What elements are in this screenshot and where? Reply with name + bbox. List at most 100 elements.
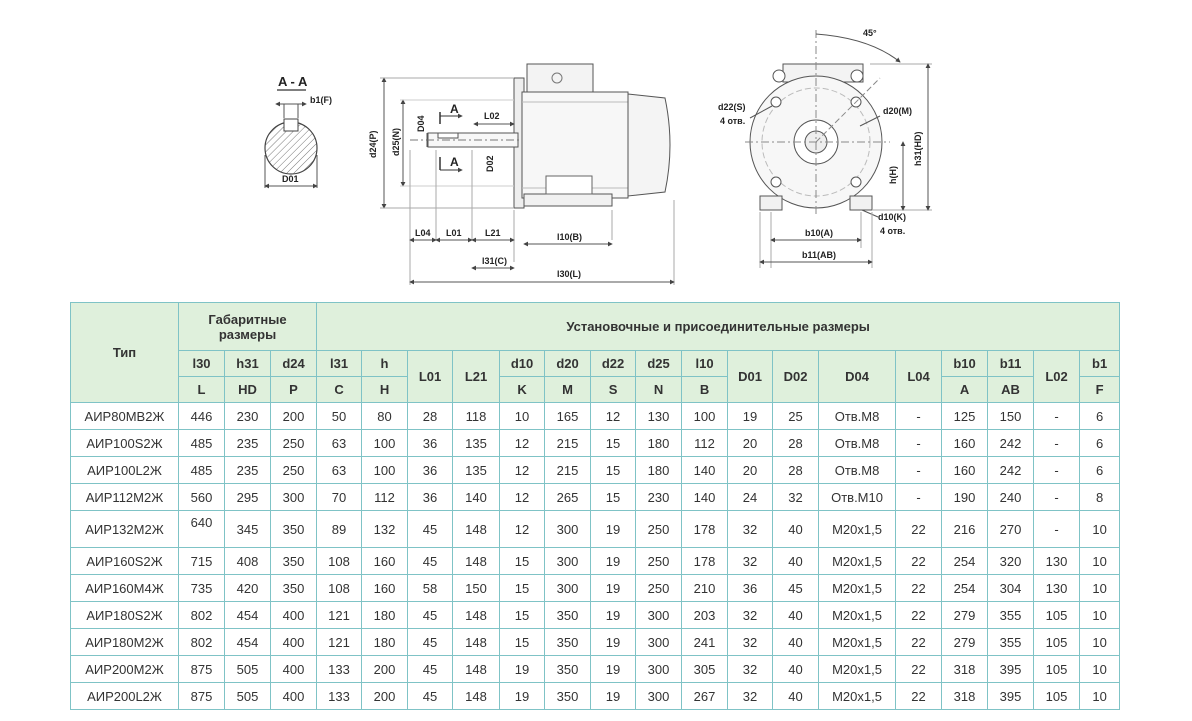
table-cell: 254 (941, 574, 989, 602)
table-cell: 735 (178, 574, 225, 602)
table-cell: 25 (772, 402, 820, 430)
table-cell: 22 (895, 510, 943, 548)
table-cell: 20 (727, 429, 774, 457)
table-cell: 10 (1079, 601, 1121, 629)
table-cell: Отв.М8 (818, 402, 897, 430)
table-cell: 28 (772, 429, 820, 457)
header-l21: L21 (452, 350, 501, 403)
table-cell: 15 (590, 429, 637, 457)
table-cell: 45 (407, 682, 454, 710)
header-b10: b10 (941, 350, 989, 377)
table-cell: 300 (635, 682, 683, 710)
table-cell: 400 (269, 628, 318, 656)
table-cell: 45 (407, 510, 454, 548)
table-cell: M20x1,5 (818, 510, 897, 548)
table-cell: 45 (407, 547, 454, 575)
table-cell: 350 (544, 601, 592, 629)
table-cell: 22 (895, 574, 943, 602)
table-cell: 318 (941, 682, 989, 710)
motor-feet (523, 193, 613, 207)
table-cell: 19 (590, 510, 637, 548)
cell-model: АИР200М2Ж (70, 655, 179, 683)
header-l10: l10 (681, 350, 729, 377)
table-cell: 305 (681, 655, 729, 683)
table-cell: 420 (224, 574, 271, 602)
table-cell: 6 (1079, 402, 1121, 430)
table-cell: 230 (224, 402, 271, 430)
table-cell: 350 (269, 510, 318, 548)
table-cell: 355 (987, 628, 1035, 656)
table-cell: 250 (635, 510, 683, 548)
table-cell: 32 (727, 510, 774, 548)
table-cell: 32 (727, 547, 774, 575)
table-cell: Отв.М8 (818, 456, 897, 484)
table-cell: 250 (635, 574, 683, 602)
table-cell: 28 (772, 456, 820, 484)
table-cell: 210 (681, 574, 729, 602)
cell-model: АИР132М2Ж (70, 510, 179, 548)
table-cell: 19 (590, 655, 637, 683)
section-mark-a-top: A (450, 102, 459, 116)
table-cell: - (1033, 429, 1081, 457)
table-cell: 200 (361, 655, 409, 683)
table-cell: 12 (590, 402, 637, 430)
table-cell: 40 (772, 547, 820, 575)
table-cell: 10 (1079, 655, 1121, 683)
table-cell: 300 (269, 483, 318, 511)
header-l01: L01 (407, 350, 454, 403)
table-cell: 140 (681, 483, 729, 511)
table-cell: 105 (1033, 628, 1081, 656)
label-d25: d25(N) (391, 128, 401, 156)
table-cell: 45 (407, 601, 454, 629)
label-h31: h31(HD) (913, 131, 923, 166)
table-cell: M20x1,5 (818, 574, 897, 602)
header-d04: D04 (818, 350, 897, 403)
label-d04: D04 (416, 115, 426, 132)
label-b10: b10(A) (805, 228, 833, 238)
table-cell: 190 (941, 483, 989, 511)
table-cell: 32 (727, 628, 774, 656)
cell-model: АИР100S2Ж (70, 429, 179, 457)
header-d10: d10 (499, 350, 546, 377)
cell-model: АИР200L2Ж (70, 682, 179, 710)
table-cell: 242 (987, 456, 1035, 484)
table-cell: 180 (635, 429, 683, 457)
table-cell: 148 (452, 601, 501, 629)
label-l30: l30(L) (557, 269, 581, 279)
table-cell: 12 (499, 429, 546, 457)
label-h: h(H) (888, 166, 898, 184)
table-cell: 15 (499, 547, 546, 575)
table-cell: - (1033, 510, 1081, 548)
header-d22: d22 (590, 350, 637, 377)
table-cell: 300 (635, 655, 683, 683)
table-cell: 15 (499, 574, 546, 602)
header-A: A (941, 376, 989, 403)
table-cell: 395 (987, 682, 1035, 710)
table-cell: 32 (727, 682, 774, 710)
table-cell: 505 (224, 655, 271, 683)
table-cell: 640 (178, 510, 225, 548)
table-cell: 15 (590, 456, 637, 484)
header-M: M (544, 376, 592, 403)
table-cell: 121 (316, 628, 363, 656)
table-cell: 180 (361, 601, 409, 629)
table-cell: 40 (772, 682, 820, 710)
table-cell: 19 (590, 601, 637, 629)
table-cell: - (895, 429, 943, 457)
table-cell: 148 (452, 655, 501, 683)
table-cell: 250 (635, 547, 683, 575)
table-cell: 160 (941, 429, 989, 457)
label-b11: b11(AB) (802, 250, 836, 260)
table-cell: 133 (316, 682, 363, 710)
table-cell: 254 (941, 547, 989, 575)
table-cell: 875 (178, 682, 225, 710)
table-cell: 12 (499, 483, 546, 511)
table-cell: 19 (727, 402, 774, 430)
